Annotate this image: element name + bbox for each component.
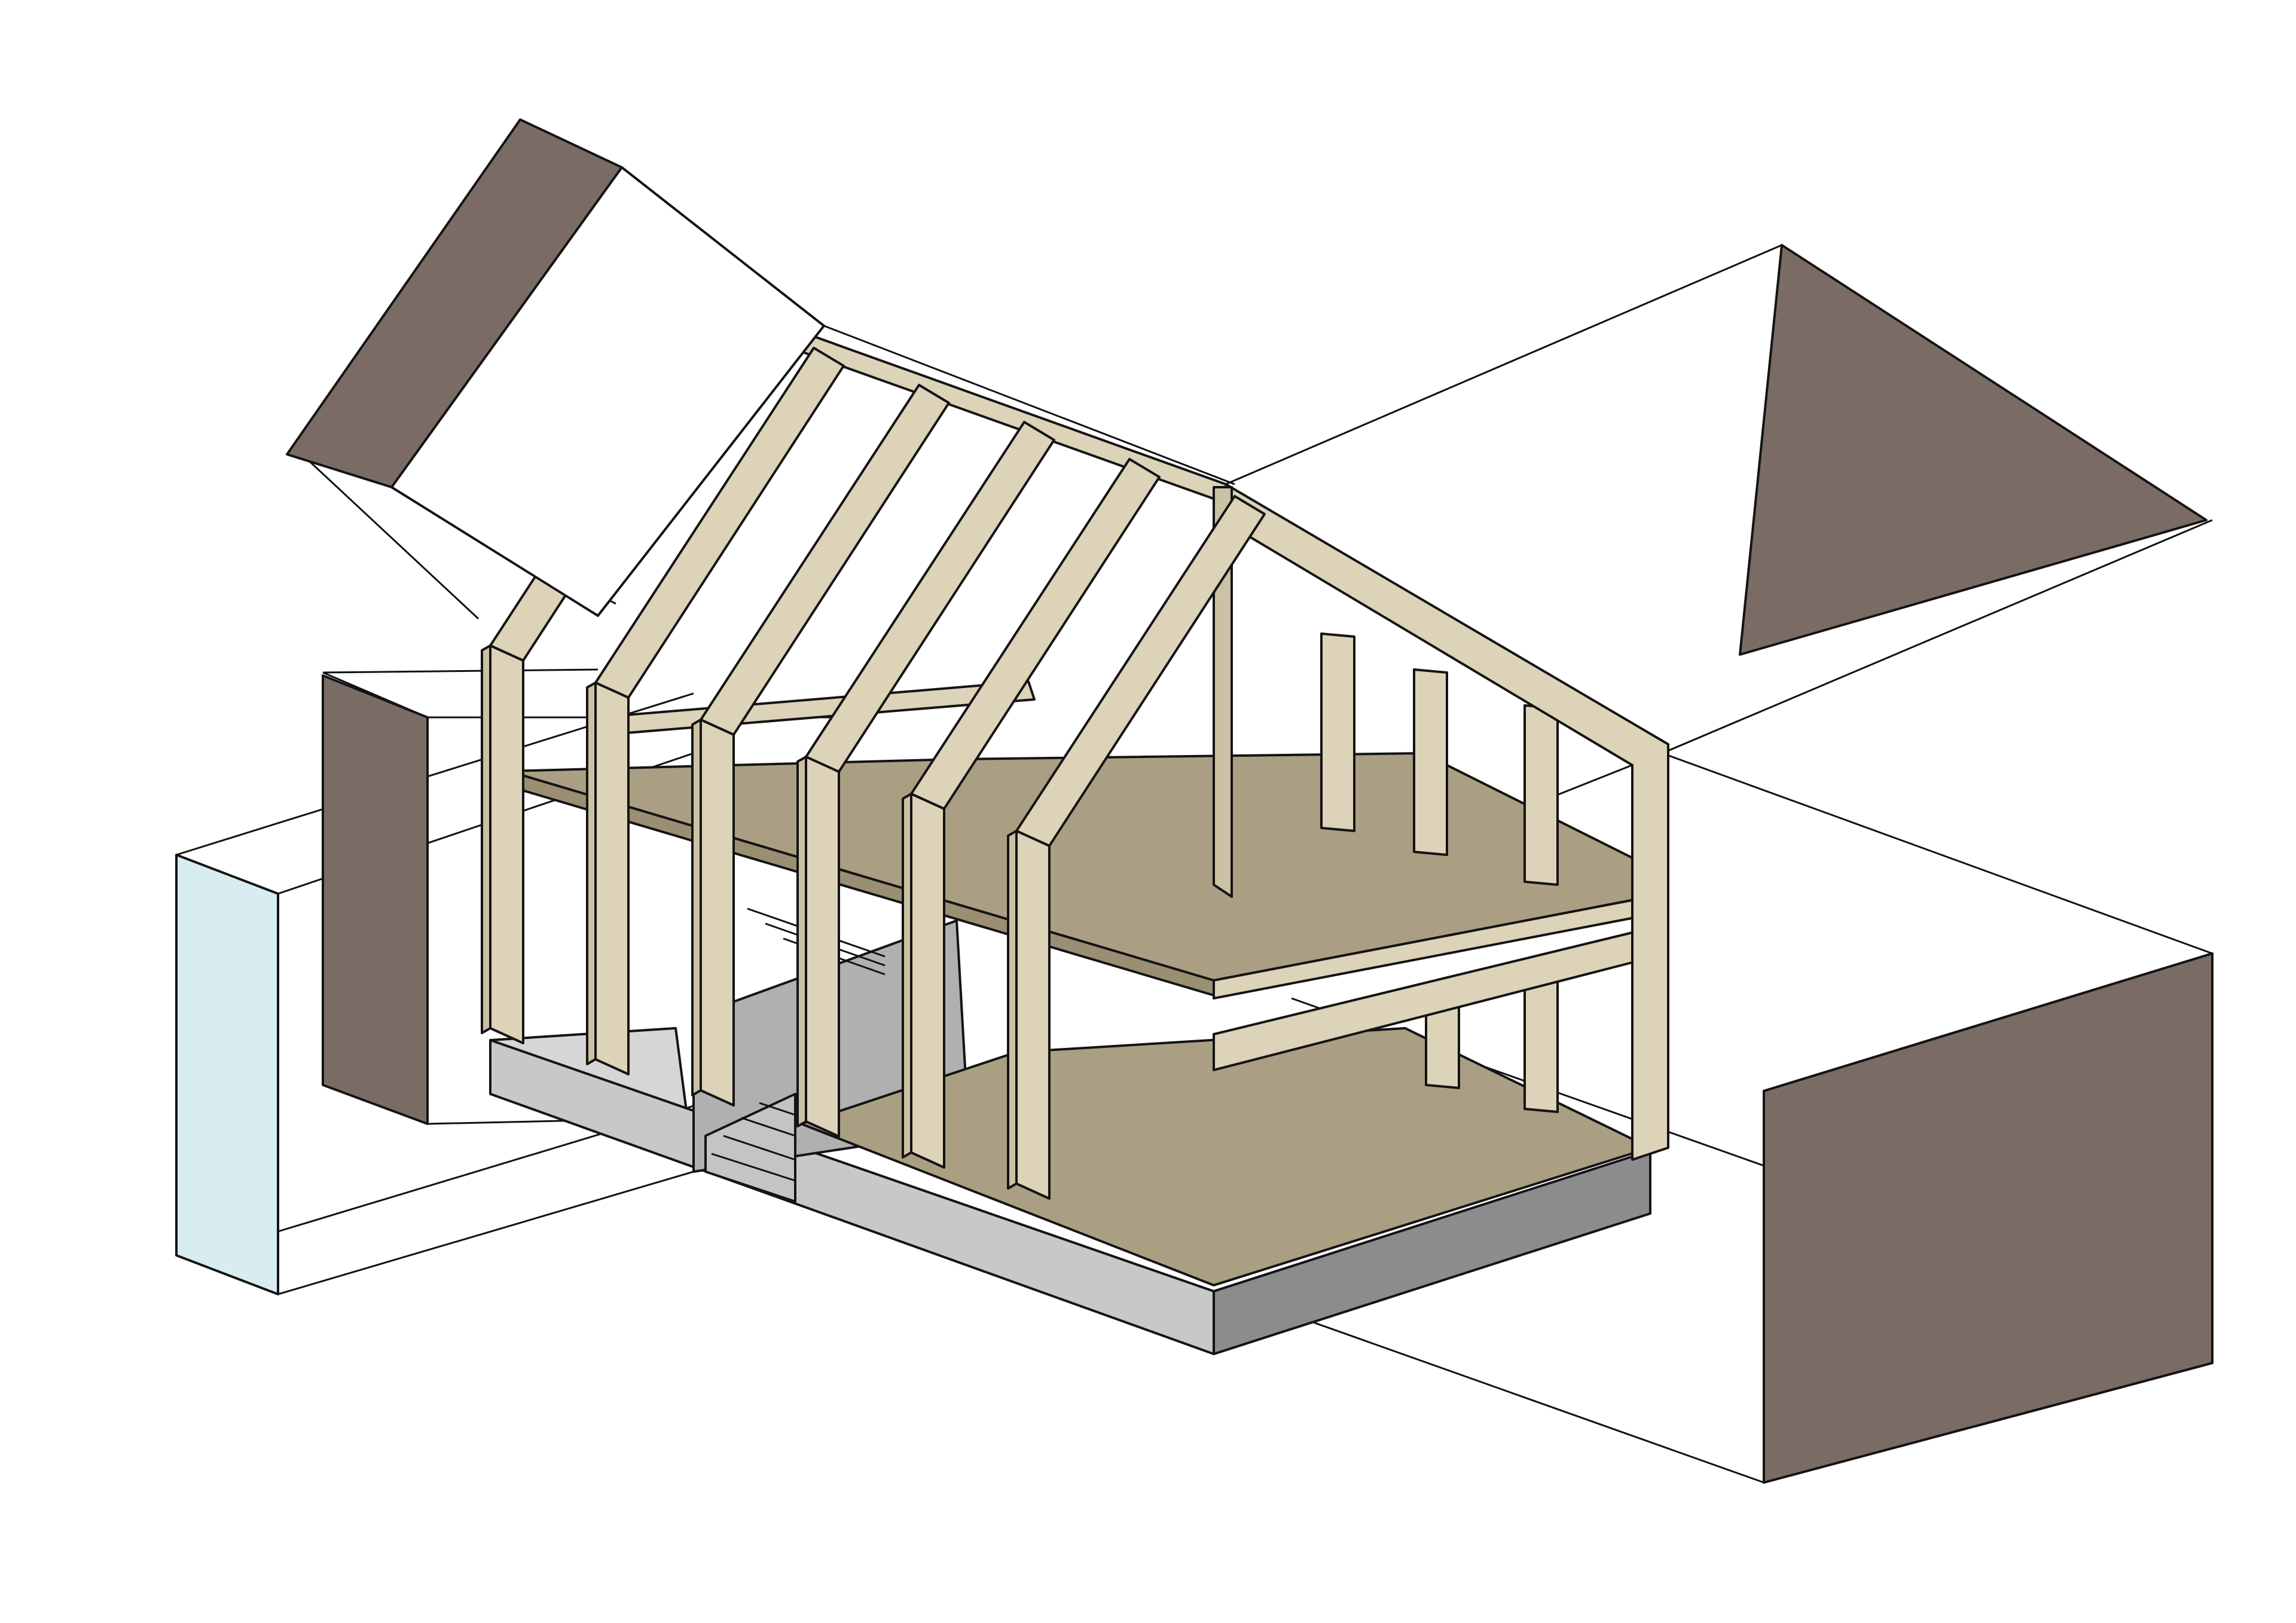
frame-3-post-side <box>691 719 702 1096</box>
roof-panel-front <box>1739 244 2208 656</box>
frame-4-post <box>805 756 840 1138</box>
frame-6-post <box>1015 830 1051 1200</box>
frame-1-post <box>489 644 524 1044</box>
roof-panel-rear <box>286 118 825 617</box>
portal-frames-front <box>481 310 1266 1200</box>
frame-4-post-side <box>796 756 807 1127</box>
frame-3-post <box>700 719 735 1107</box>
frame-1-post-side <box>481 644 491 1034</box>
frame-6-post-side <box>1007 830 1018 1190</box>
glazed-panel <box>175 854 279 1295</box>
frame-2-post-side <box>586 681 597 1065</box>
frame-5-post <box>910 793 945 1169</box>
foundation-side-face <box>1213 1150 1651 1355</box>
frame-4-rafter <box>805 421 1055 773</box>
frame-5-post-side <box>902 793 912 1159</box>
frame-2-post <box>594 681 630 1075</box>
wall-panel-right <box>1763 952 2213 1484</box>
wall-panel-left <box>322 674 429 1125</box>
